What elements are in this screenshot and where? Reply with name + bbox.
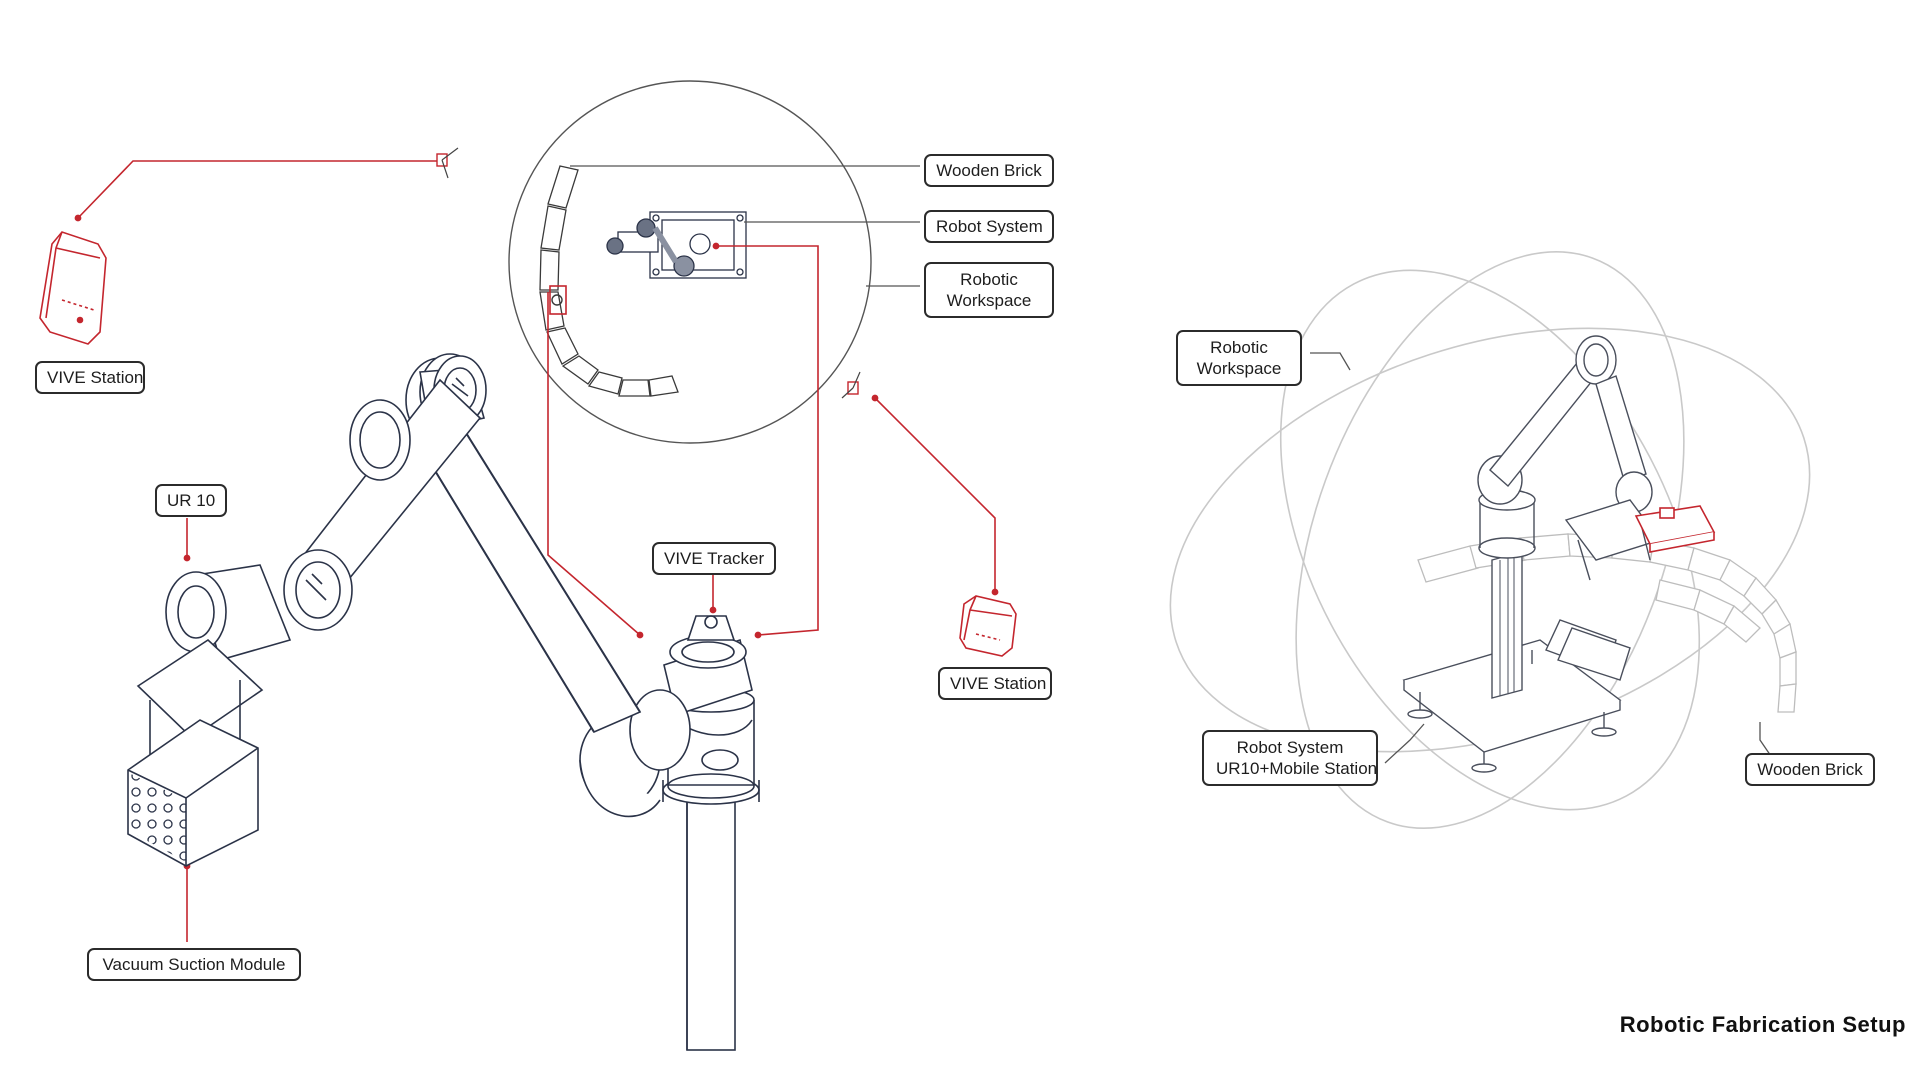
right-placed-brick: [1634, 505, 1716, 553]
label-robot-system-right-line2: UR10+Mobile Station: [1216, 759, 1378, 778]
label-robot-system-right-line1: Robot System: [1236, 738, 1344, 757]
ur10-robot-arm: [127, 353, 760, 1051]
label-robotic-workspace-right: Robotic Workspace: [1176, 330, 1302, 386]
label-robotic-workspace-top-line2: Workspace: [946, 291, 1032, 310]
label-wooden-brick-right: Wooden Brick: [1745, 753, 1875, 786]
label-vive-station-top: VIVE Station: [35, 361, 145, 394]
vive-tracker-small-icons: [436, 147, 861, 399]
label-robotic-workspace-right-line2: Workspace: [1196, 359, 1282, 378]
label-vacuum-suction-module: Vacuum Suction Module: [87, 948, 301, 981]
vive-station-top-icon: [39, 231, 107, 345]
right-robot-system: [1402, 335, 1662, 773]
label-robotic-workspace-right-line1: Robotic: [1210, 338, 1268, 357]
top-view-robot-system: [606, 211, 747, 279]
label-robot-system-top: Robot System: [924, 210, 1054, 243]
label-vive-station-right: VIVE Station: [938, 667, 1052, 700]
vive-station-right-icon: [959, 595, 1017, 657]
right-brick-arc: [1417, 533, 1797, 713]
figure-title: Robotic Fabrication Setup: [1619, 1012, 1906, 1037]
top-view-workspace: [508, 80, 872, 444]
label-robotic-workspace-top: Robotic Workspace: [924, 262, 1054, 318]
label-wooden-brick-top: Wooden Brick: [924, 154, 1054, 187]
top-view-brick-arc: [539, 165, 679, 397]
label-ur10: UR 10: [155, 484, 227, 517]
leader-lines: [570, 165, 920, 287]
label-robotic-workspace-top-line1: Robotic: [960, 270, 1018, 289]
label-robot-system-right: Robot System UR10+Mobile Station: [1202, 730, 1378, 786]
label-vive-tracker: VIVE Tracker: [652, 542, 776, 575]
